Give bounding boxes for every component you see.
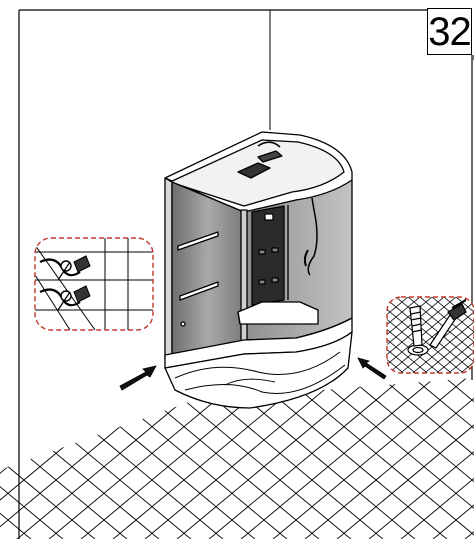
- shower-hose: [307, 197, 318, 276]
- shelf-upper: [177, 231, 219, 251]
- shelf-lower: [179, 281, 219, 301]
- steam-panel: [251, 205, 285, 306]
- tub-base: [164, 331, 353, 409]
- callout-water-supply: [34, 237, 154, 331]
- push-arrow-right: [357, 357, 387, 380]
- push-arrow-left: [119, 365, 157, 391]
- callout-floor-drain: [386, 296, 474, 374]
- left-glass-panel: [171, 181, 245, 364]
- shower-cabin: [164, 131, 353, 409]
- step-number: 32: [427, 8, 472, 55]
